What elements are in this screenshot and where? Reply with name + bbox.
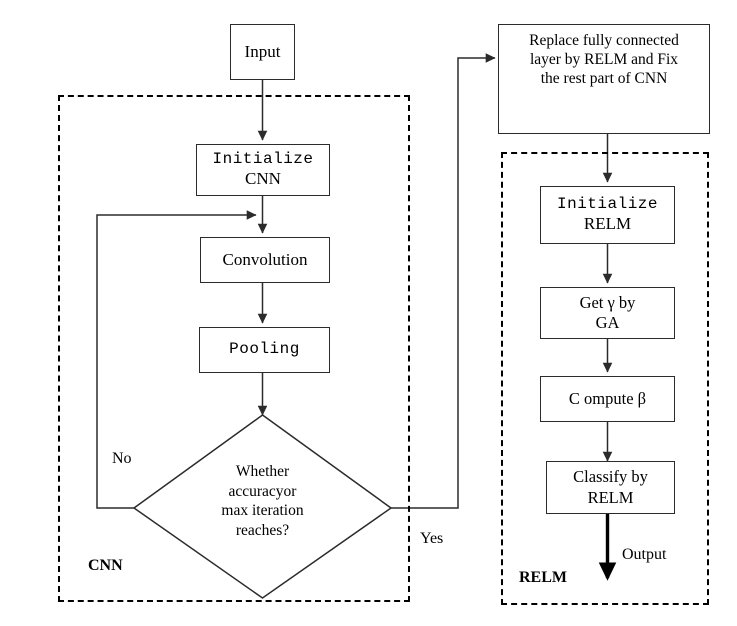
node-initialize-cnn-line2: CNN	[245, 169, 281, 189]
node-pooling[interactable]: Pooling	[199, 327, 330, 373]
node-initialize-relm-line1: Initialize	[556, 194, 658, 213]
node-convolution-label: Convolution	[222, 249, 308, 269]
node-replace-fully-connected[interactable]: Replace fully connected layer by RELM an…	[498, 24, 710, 134]
node-classify-line2: RELM	[587, 487, 634, 507]
node-initialize-cnn[interactable]: Initialize CNN	[196, 144, 330, 196]
node-classify-line1: Classify by	[573, 467, 648, 487]
node-initialize-relm[interactable]: Initialize RELM	[540, 186, 675, 244]
group-relm	[501, 152, 709, 605]
node-decision-label: Whether accuracyor max iteration reaches…	[221, 463, 304, 539]
node-get-gamma-by-ga[interactable]: Get γ by GA	[540, 287, 675, 339]
group-relm-label: RELM	[519, 569, 567, 586]
node-compute-beta[interactable]: C ompute β	[540, 376, 675, 422]
node-get-gamma-line1: Get γ by	[579, 292, 636, 312]
edge-label-no: No	[112, 450, 132, 467]
node-initialize-cnn-line1: Initialize	[212, 149, 314, 168]
node-convolution[interactable]: Convolution	[200, 237, 330, 283]
group-cnn	[58, 95, 410, 602]
node-classify-by-relm[interactable]: Classify by RELM	[546, 461, 675, 514]
node-replace-line1: Replace fully connected	[529, 32, 679, 49]
group-cnn-label: CNN	[88, 557, 123, 574]
node-replace-line3: the rest part of CNN	[540, 69, 668, 87]
node-initialize-relm-line2: RELM	[583, 214, 632, 234]
node-input-label: Input	[244, 41, 281, 61]
node-compute-beta-label: C ompute β	[568, 388, 647, 408]
node-pooling-label: Pooling	[229, 340, 300, 359]
edge-label-output: Output	[622, 546, 667, 563]
node-get-gamma-line2: GA	[595, 313, 620, 332]
node-replace-line2: layer by RELM and Fix	[529, 50, 679, 68]
edge-label-yes: Yes	[420, 530, 444, 547]
node-input[interactable]: Input	[230, 24, 295, 80]
